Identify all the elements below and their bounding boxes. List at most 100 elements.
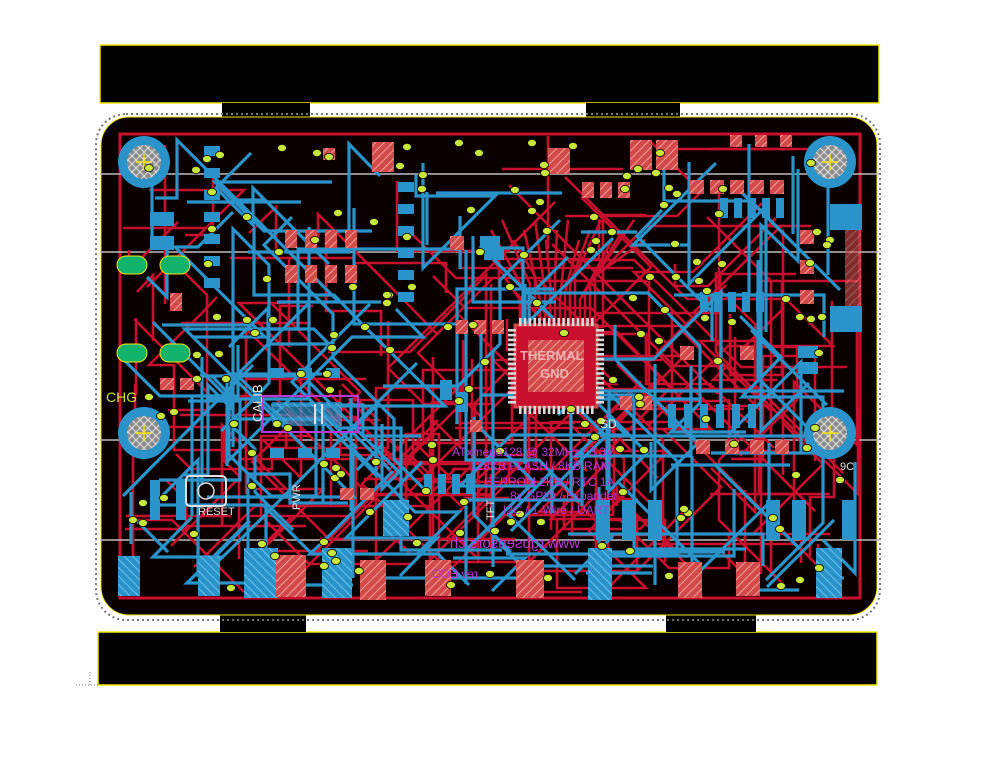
mcu-pin [508, 333, 516, 337]
top-trace [586, 183, 757, 391]
smd-pad-bottom [398, 204, 414, 214]
via [443, 322, 453, 331]
spec-line-1: ATxmega128 @ 32MHz / 3.3V [452, 445, 614, 459]
via [229, 419, 239, 428]
via [242, 212, 252, 221]
via [474, 148, 484, 157]
top-trace [364, 313, 514, 481]
via [645, 272, 655, 281]
mcu-pin [508, 362, 516, 366]
bottom-keepout-bar [97, 631, 878, 686]
via [672, 189, 682, 198]
via [660, 305, 670, 314]
smd-pad-top [548, 148, 570, 174]
mcu-pin [562, 318, 565, 326]
via [428, 455, 438, 464]
via [203, 259, 213, 268]
smd-pad-bottom [728, 292, 736, 312]
via [679, 504, 689, 513]
mcu-pin [508, 381, 516, 385]
smd-pad-bottom [756, 292, 764, 312]
smd-pad-top [755, 135, 767, 147]
smd-pad-bottom [742, 292, 750, 312]
top-trace [230, 203, 355, 347]
top-copper-outline [118, 132, 862, 600]
via [634, 392, 644, 401]
smd-pad-bottom [842, 500, 856, 540]
mcu-chip [508, 318, 604, 414]
via [189, 530, 199, 539]
via [776, 582, 786, 591]
mcu-pin [596, 333, 604, 337]
via [519, 250, 529, 259]
top-trace [180, 413, 487, 496]
smd-pad-top [160, 378, 174, 390]
via [664, 183, 674, 192]
via [226, 584, 236, 593]
via [382, 298, 392, 307]
label-chg: CHG [106, 389, 137, 405]
mcu-pin [591, 406, 594, 414]
top-trace [579, 196, 775, 449]
smd-pad-top [325, 230, 337, 248]
smd-pad-bottom [684, 404, 692, 428]
bottom-trace [211, 180, 372, 233]
mcu-pin [596, 381, 604, 385]
via [635, 399, 645, 408]
via [620, 184, 630, 193]
via [714, 209, 724, 218]
via [806, 314, 816, 323]
label-thermal-2: GND [540, 366, 569, 381]
via [268, 315, 278, 324]
smd-pad-bottom [438, 474, 446, 494]
via [671, 272, 681, 281]
smd-pad-top [340, 488, 354, 500]
smd-pad-bottom [326, 368, 340, 378]
smd-pad-top [360, 488, 374, 500]
smd-pad-top [680, 346, 694, 360]
via [459, 497, 469, 506]
smd-pad-bottom [792, 500, 806, 540]
smd-pad-bottom [204, 256, 220, 266]
smd-pad-bottom [150, 212, 174, 226]
smd-pad-top [170, 293, 182, 311]
smd-pad-bottom [204, 146, 220, 156]
via [805, 258, 815, 267]
via [659, 200, 669, 209]
via [156, 411, 166, 420]
smd-pad-bottom [648, 500, 662, 540]
smd-pad-bottom [270, 448, 284, 458]
mcu-fanout-trace [568, 229, 592, 325]
smd-pad-bottom [596, 500, 610, 540]
smd-pad-top [180, 378, 194, 390]
bottom-trace [612, 489, 736, 558]
mcu-pin [596, 343, 604, 346]
via [324, 152, 334, 161]
via [802, 443, 812, 452]
via [395, 161, 405, 170]
via [250, 328, 260, 337]
via [417, 184, 427, 193]
mcu-pin [596, 396, 604, 399]
bottom-trace [213, 151, 331, 266]
via [615, 444, 625, 453]
smd-pad-bottom [204, 278, 220, 288]
via [274, 247, 284, 256]
mcu-pin [571, 318, 575, 326]
power-pads-bottom-row [118, 500, 842, 600]
bottom-trace [464, 448, 584, 584]
smd-pad-top [305, 265, 317, 283]
smd-pad-bottom [668, 404, 676, 428]
via [795, 312, 805, 321]
top-trace [145, 296, 237, 452]
via [418, 170, 428, 179]
via [510, 185, 520, 194]
smd-pad-top [750, 180, 764, 194]
smd-pad-top [750, 440, 764, 454]
via [333, 208, 343, 217]
mcu-pin [508, 401, 516, 404]
via [319, 459, 329, 468]
bottom-trace [662, 164, 842, 292]
smd-pad-bottom [326, 448, 340, 458]
via [138, 498, 148, 507]
